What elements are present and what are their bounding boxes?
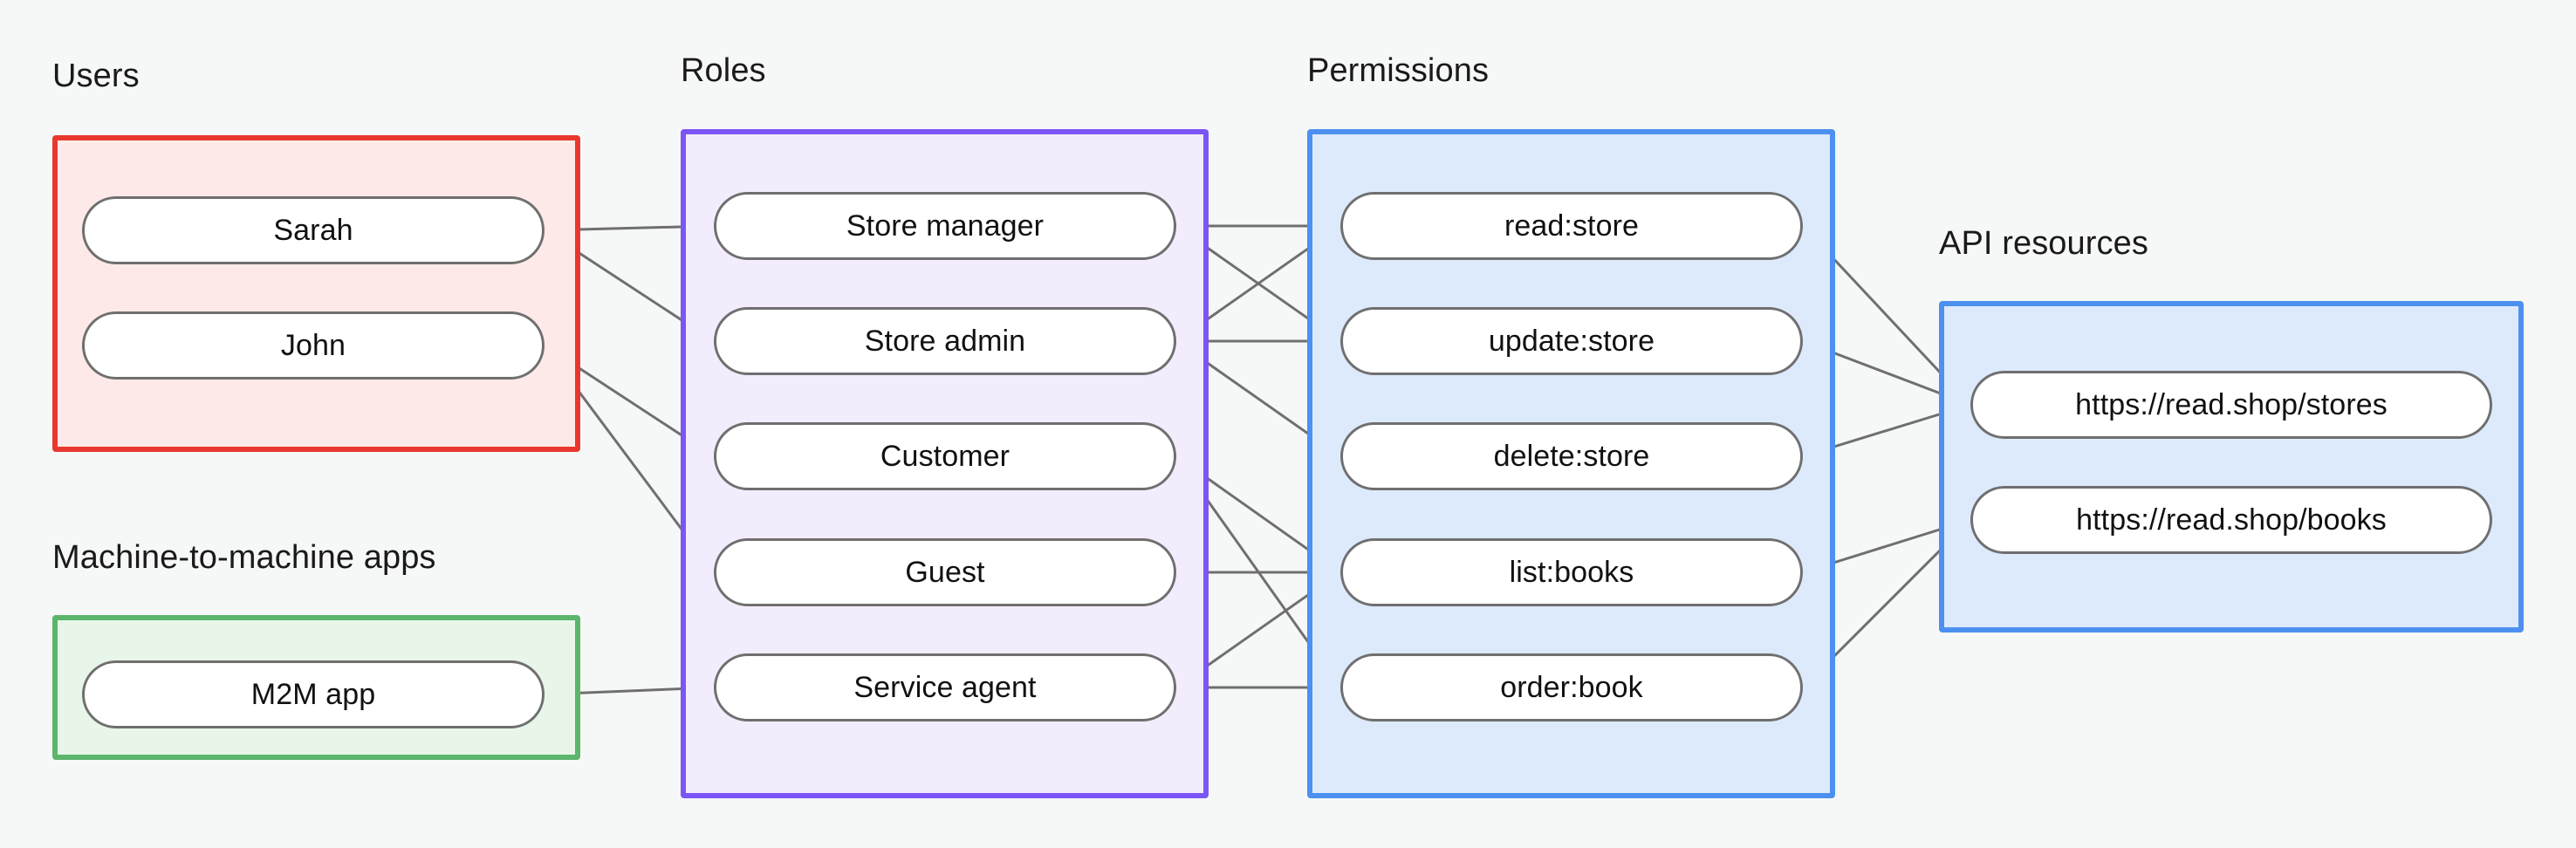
group-title-roles: Roles [681,52,766,89]
node-resource-stores[interactable]: https://read.shop/stores [1970,371,2492,439]
node-service-agent[interactable]: Service agent [714,653,1176,721]
node-resource-books[interactable]: https://read.shop/books [1970,486,2492,554]
node-list-books[interactable]: list:books [1340,538,1803,606]
node-store-admin[interactable]: Store admin [714,307,1176,375]
node-m2m-app[interactable]: M2M app [82,660,545,728]
node-sarah[interactable]: Sarah [82,196,545,264]
group-title-permissions: Permissions [1307,52,1490,89]
node-order-book[interactable]: order:book [1340,653,1803,721]
node-guest[interactable]: Guest [714,538,1176,606]
group-box-resources [1939,301,2524,633]
node-customer[interactable]: Customer [714,422,1176,490]
node-update-store[interactable]: update:store [1340,307,1803,375]
group-title-m2m: Machine-to-machine apps [52,539,436,576]
node-delete-store[interactable]: delete:store [1340,422,1803,490]
node-read-store[interactable]: read:store [1340,192,1803,260]
group-title-users: Users [52,58,140,94]
node-store-manager[interactable]: Store manager [714,192,1176,260]
node-john[interactable]: John [82,311,545,380]
group-box-users [52,135,580,452]
group-title-resources: API resources [1939,225,2148,262]
